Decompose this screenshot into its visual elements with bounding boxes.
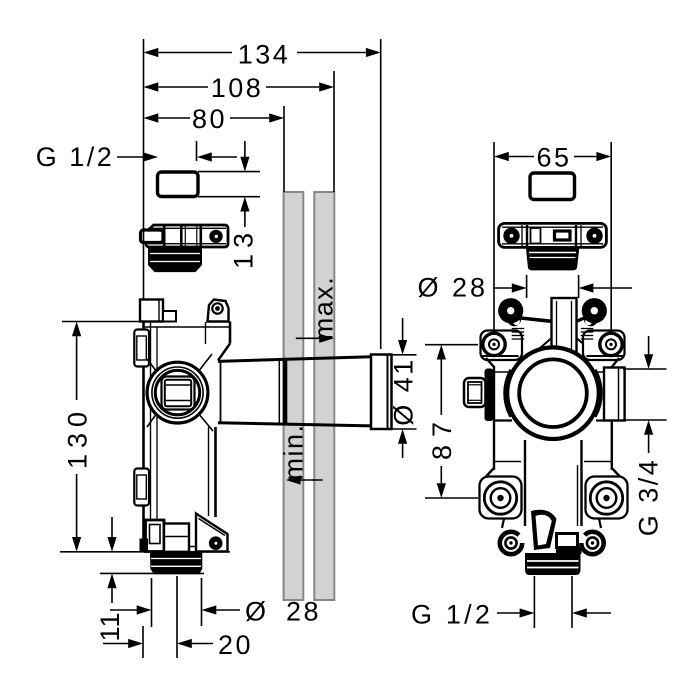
svg-text:134: 134 xyxy=(238,40,291,70)
svg-text:min.: min. xyxy=(279,423,309,480)
svg-text:65: 65 xyxy=(536,142,571,172)
svg-text:11: 11 xyxy=(95,611,125,641)
svg-text:87: 87 xyxy=(427,414,457,460)
svg-text:80: 80 xyxy=(192,104,227,134)
svg-text:G 1/2: G 1/2 xyxy=(36,142,115,172)
svg-text:130: 130 xyxy=(63,406,93,469)
svg-text:max.: max. xyxy=(309,276,339,341)
svg-text:13: 13 xyxy=(229,227,259,269)
svg-text:Ø 28: Ø 28 xyxy=(417,273,488,303)
svg-text:Ø: Ø xyxy=(245,597,269,627)
svg-text:Ø 41: Ø 41 xyxy=(389,357,419,426)
svg-text:20: 20 xyxy=(218,630,253,660)
svg-text:108: 108 xyxy=(211,73,264,103)
svg-text:G 3/4: G 3/4 xyxy=(634,458,664,537)
svg-text:28: 28 xyxy=(286,597,321,627)
svg-text:G 1/2: G 1/2 xyxy=(411,600,493,630)
